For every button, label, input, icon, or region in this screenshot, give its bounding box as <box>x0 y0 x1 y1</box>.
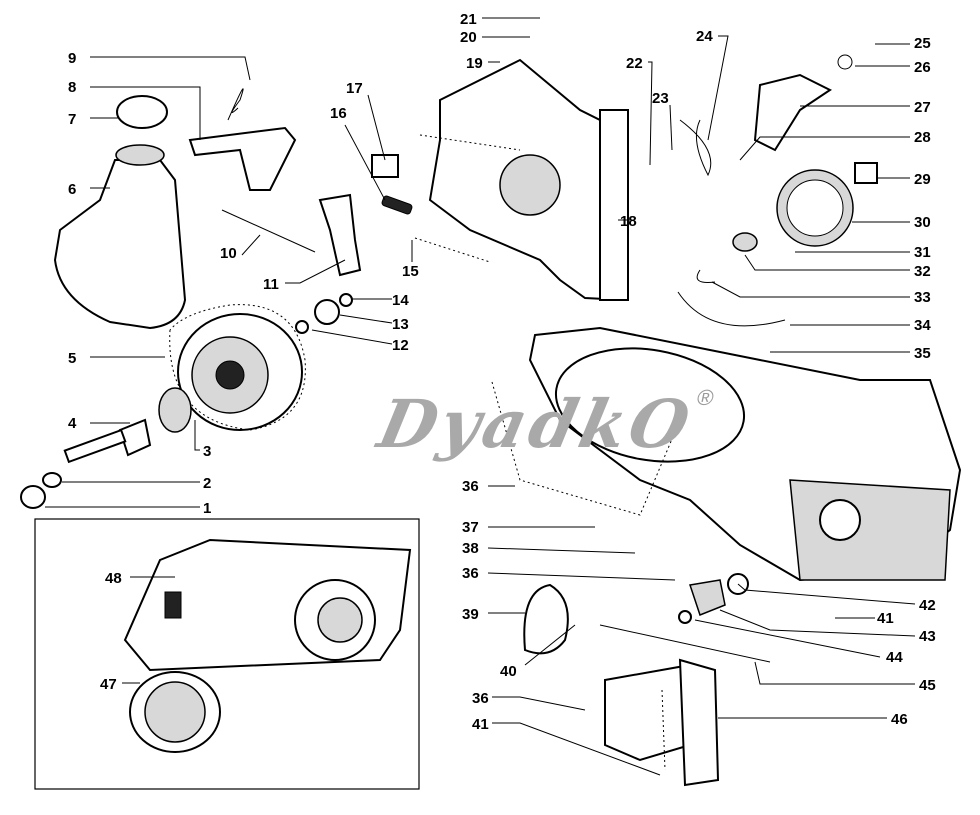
callout-label: 35 <box>914 345 931 362</box>
leader-line <box>487 547 636 554</box>
callout-label: 40 <box>500 663 517 680</box>
rod-part <box>221 209 316 253</box>
guide-bar-plate <box>604 663 691 762</box>
callout-label: 8 <box>68 79 76 96</box>
leader-line <box>194 420 200 451</box>
callout-label: 7 <box>68 111 76 128</box>
callout-label: 38 <box>462 540 479 557</box>
callout-label: 32 <box>914 263 931 280</box>
callout-label: 41 <box>472 716 489 733</box>
leader-line <box>737 583 916 605</box>
leader-line <box>344 124 386 201</box>
spring-cone <box>118 418 152 457</box>
cover-disc <box>523 583 569 655</box>
bearing-part <box>158 387 192 433</box>
callout-label: 18 <box>620 213 637 230</box>
leader-line <box>311 329 393 345</box>
leader-line <box>339 314 393 324</box>
callout-label: 44 <box>886 649 903 666</box>
oil-pump-bracket <box>188 126 297 191</box>
leader-line <box>492 722 661 776</box>
leader-lines <box>45 17 916 776</box>
leader-line <box>90 86 201 140</box>
leader-line <box>739 136 910 161</box>
leader-line <box>241 234 261 256</box>
callout-label: 45 <box>919 677 936 694</box>
callout-label: 5 <box>68 350 76 367</box>
lever-part <box>318 193 362 277</box>
callout-label: 26 <box>914 59 931 76</box>
callout-label: 4 <box>68 415 77 432</box>
leader-line <box>754 661 915 685</box>
leader-line <box>669 104 673 151</box>
callout-label: 39 <box>462 606 479 623</box>
leader-line <box>367 94 386 161</box>
leader-line <box>711 281 910 298</box>
callout-label: 36 <box>472 690 489 707</box>
callout-label: 6 <box>68 181 76 198</box>
callout-label: 1 <box>203 500 211 517</box>
callout-label: 30 <box>914 214 931 231</box>
callout-label: 3 <box>203 443 211 460</box>
callout-label: 21 <box>460 11 477 28</box>
leader-line <box>90 56 251 81</box>
callout-label: 36 <box>462 478 479 495</box>
tank-cap <box>116 95 168 129</box>
callout-label: 43 <box>919 628 936 645</box>
callout-label: 22 <box>626 55 643 72</box>
callout-label: 37 <box>462 519 479 536</box>
callout-label: 9 <box>68 50 76 67</box>
callout-label: 41 <box>877 610 894 627</box>
leader-line <box>285 259 346 284</box>
leader-line <box>487 572 676 581</box>
callout-label: 47 <box>100 676 117 693</box>
callout-label: 25 <box>914 35 931 52</box>
callout-label: 28 <box>914 129 931 146</box>
callout-label: 27 <box>914 99 931 116</box>
leader-line <box>524 624 576 666</box>
callout-label: 46 <box>891 711 908 728</box>
leader-line <box>707 35 729 141</box>
spring-part <box>227 88 244 121</box>
callout-label: 42 <box>919 597 936 614</box>
callout-label: 17 <box>346 80 363 97</box>
callout-label: 2 <box>203 475 211 492</box>
callout-label: 20 <box>460 29 477 46</box>
leader-line <box>648 61 653 166</box>
leader-line <box>694 619 881 658</box>
callout-label: 24 <box>696 28 713 45</box>
fuel-tank <box>53 159 187 330</box>
parts-drawing <box>20 54 962 790</box>
callout-label: 14 <box>392 292 409 309</box>
inset-frame <box>34 518 420 790</box>
callout-label: 48 <box>105 570 122 587</box>
watermark: DyadkO® <box>371 385 721 463</box>
callout-label: 15 <box>402 263 419 280</box>
callout-label: 12 <box>392 337 409 354</box>
leader-line <box>492 696 586 711</box>
callout-label: 34 <box>914 317 931 334</box>
callout-label: 31 <box>914 244 931 261</box>
callout-label: 19 <box>466 55 483 72</box>
tank-neck <box>115 144 165 166</box>
callout-label: 36 <box>462 565 479 582</box>
callout-label: 33 <box>914 289 931 306</box>
callout-label: 23 <box>652 90 669 107</box>
callout-label: 11 <box>263 276 279 293</box>
callout-label: 29 <box>914 171 931 188</box>
shaft <box>63 428 127 464</box>
callout-label: 16 <box>330 105 347 122</box>
callout-label: 13 <box>392 316 409 333</box>
leader-line <box>719 609 916 637</box>
callout-label: 10 <box>220 245 237 262</box>
leader-line <box>744 254 910 271</box>
